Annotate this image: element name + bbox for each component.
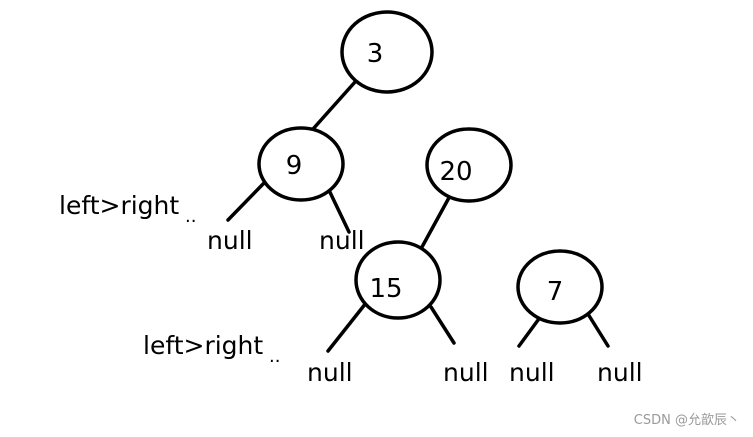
- node-value: 9: [286, 151, 303, 181]
- edge-3-9: [311, 80, 357, 131]
- null-leaf-9-left: null: [207, 226, 253, 255]
- edge-7-null-left: [517, 314, 543, 348]
- annotation-dots-top: ..: [185, 206, 196, 227]
- tree-node-9: 9: [257, 126, 345, 202]
- csdn-watermark: CSDN @允歆辰丶: [634, 412, 740, 428]
- tree-node-15: 15: [354, 240, 442, 320]
- tree-node-20: 20: [425, 127, 513, 203]
- edge-9-null-left: [226, 180, 267, 222]
- null-leaf-15-left: null: [307, 358, 353, 387]
- node-circle: [257, 126, 345, 202]
- node-circle: [516, 249, 604, 325]
- tree-node-3: 3: [340, 10, 434, 94]
- node-circle: [354, 240, 442, 320]
- node-circle: [425, 127, 513, 203]
- node-value: 15: [369, 274, 402, 304]
- edge-15-null-right: [429, 305, 456, 345]
- edge-20-15: [420, 192, 453, 249]
- null-leaf-7-left: null: [509, 358, 555, 387]
- tree-node-7: 7: [516, 249, 604, 325]
- annotation-left-gt-right-top: left>right: [59, 191, 179, 220]
- null-leaf-15-right: null: [443, 358, 489, 387]
- edge-15-null-left: [326, 301, 368, 353]
- node-value: 20: [439, 157, 472, 187]
- edge-9-null-right: [325, 184, 351, 234]
- null-leaf-9-right: null: [319, 226, 365, 255]
- annotation-dots-bottom: ..: [269, 346, 280, 367]
- node-circle: [340, 10, 434, 94]
- node-value: 7: [547, 277, 564, 307]
- edge-7-null-right: [586, 312, 610, 348]
- null-leaf-7-right: null: [597, 358, 643, 387]
- node-value: 3: [367, 39, 384, 69]
- annotation-left-gt-right-bottom: left>right: [143, 331, 263, 360]
